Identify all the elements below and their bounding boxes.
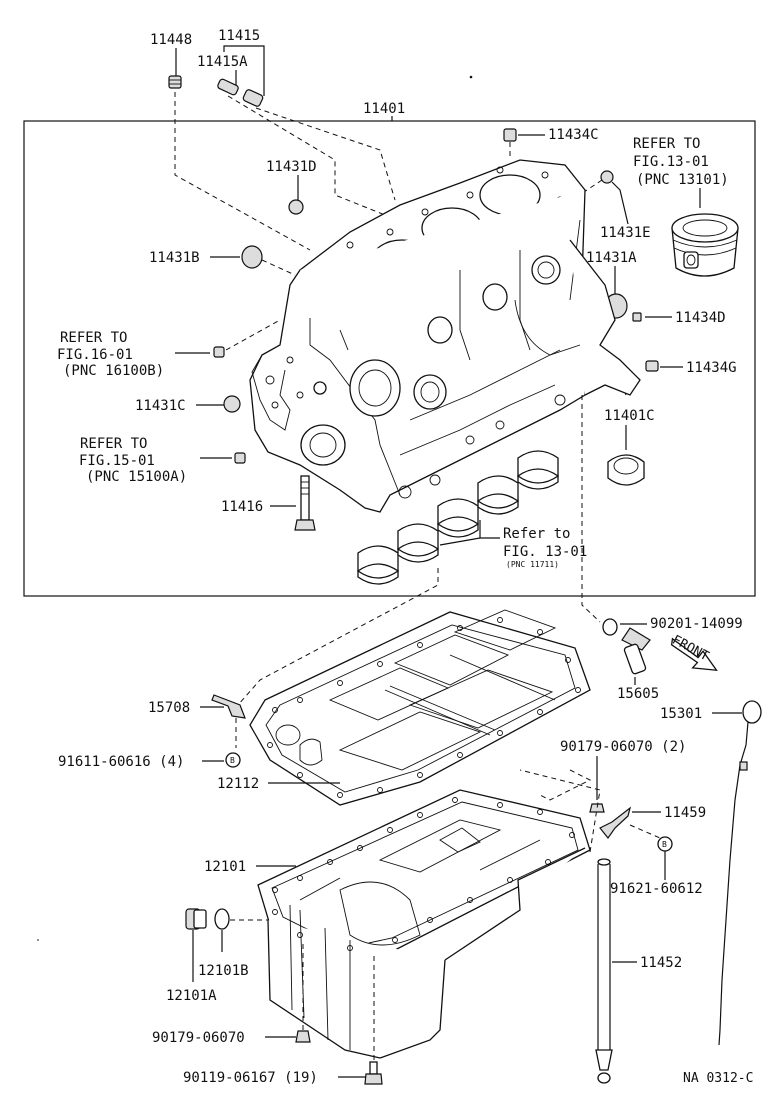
main-bearings xyxy=(357,450,559,585)
bolt-11416 xyxy=(294,475,316,531)
label-11431b: 11431B xyxy=(149,250,200,266)
stud-fig15 xyxy=(234,452,246,464)
label-11448: 11448 xyxy=(150,32,192,48)
label-11401: 11401 xyxy=(363,101,405,117)
dipstick-guide-11452 xyxy=(595,858,613,1084)
refer-bearing-line3: (PNC 11711) xyxy=(506,560,559,569)
label-12101: 12101 xyxy=(204,859,246,875)
front-direction-arrow: FRONT xyxy=(670,633,718,672)
front-label: FRONT xyxy=(670,633,712,665)
oil-pan-gasket-12112 xyxy=(249,609,591,806)
plug-11431c xyxy=(223,395,241,413)
label-11459: 11459 xyxy=(664,805,706,821)
label-12101b: 12101B xyxy=(198,963,249,979)
refer-piston-line1: REFER TO xyxy=(633,136,700,152)
drain-plug-12101a xyxy=(185,908,207,930)
refer-piston-line3: (PNC 13101) xyxy=(636,172,729,188)
plug-11431e xyxy=(600,170,614,184)
block-assembly-frame xyxy=(23,120,756,597)
label-11434c: 11434C xyxy=(548,127,599,143)
label-11415a: 11415A xyxy=(197,54,248,70)
nut-90179-1 xyxy=(295,1030,311,1043)
refer-fig15-line1: REFER TO xyxy=(80,436,147,452)
plug-11431b xyxy=(241,245,263,269)
plug-11434d xyxy=(632,312,642,322)
label-11431d: 11431D xyxy=(266,159,317,175)
label-15605: 15605 xyxy=(617,686,659,702)
pipe-15605 xyxy=(621,627,651,675)
refer-fig16-line3: (PNC 16100B) xyxy=(63,363,164,379)
bolt-91611 xyxy=(225,752,241,768)
refer-bearing-line2: FIG. 13-01 xyxy=(503,544,587,560)
plug-11434c xyxy=(503,128,517,142)
label-90179-06070-2: 90179-06070 (2) xyxy=(560,739,686,755)
label-11415: 11415 xyxy=(218,28,260,44)
label-11431a: 11431A xyxy=(586,250,637,266)
label-91621-60612: 91621-60612 xyxy=(610,881,703,897)
label-11452: 11452 xyxy=(640,955,682,971)
plug-11448 xyxy=(168,75,182,89)
refer-fig16-line1: REFER TO xyxy=(60,330,127,346)
bracket-11459 xyxy=(599,806,632,840)
label-11416: 11416 xyxy=(221,499,263,515)
label-11401c: 11401C xyxy=(604,408,655,424)
plug-11415a xyxy=(217,78,264,107)
dipstick-15301 xyxy=(718,700,762,1046)
label-12101a: 12101A xyxy=(166,988,217,1004)
refer-piston-line2: FIG.13-01 xyxy=(633,154,709,170)
nut-90179-2 xyxy=(589,803,605,813)
label-90119-06167: 90119-06167 (19) xyxy=(183,1070,318,1086)
label-11431e: 11431E xyxy=(600,225,651,241)
svg-text:B: B xyxy=(230,756,235,765)
refer-fig16-line2: FIG.16-01 xyxy=(57,347,133,363)
oil-pan-12101 xyxy=(257,789,591,1059)
refer-bearing-line1: Refer to xyxy=(503,526,570,542)
label-11431c: 11431C xyxy=(135,398,186,414)
gasket-90201 xyxy=(602,618,618,636)
label-15708: 15708 xyxy=(148,700,190,716)
bearing-cap-11401c xyxy=(607,454,645,486)
figure-code: NA 0312-C xyxy=(683,1071,753,1086)
bracket-15708 xyxy=(211,694,246,719)
plug-11431d xyxy=(288,199,304,215)
gasket-12101b xyxy=(214,908,230,930)
svg-text:B: B xyxy=(662,840,667,849)
plug-11434g xyxy=(645,360,659,372)
label-11434g: 11434G xyxy=(686,360,737,376)
label-15301: 15301 xyxy=(660,706,702,722)
label-11434d: 11434D xyxy=(675,310,726,326)
refer-fig15-line2: FIG.15-01 xyxy=(79,453,155,469)
refer-fig15-line3: (PNC 15100A) xyxy=(86,469,187,485)
label-12112: 12112 xyxy=(217,776,259,792)
cylinder-block xyxy=(249,159,641,513)
label-90179-06070: 90179-06070 xyxy=(152,1030,245,1046)
label-91611-60616: 91611-60616 (4) xyxy=(58,754,184,770)
label-90201-14099: 90201-14099 xyxy=(650,616,743,632)
stud-fig16 xyxy=(213,346,225,358)
piston-illustration xyxy=(671,213,739,277)
bolt-90119 xyxy=(364,1061,383,1085)
